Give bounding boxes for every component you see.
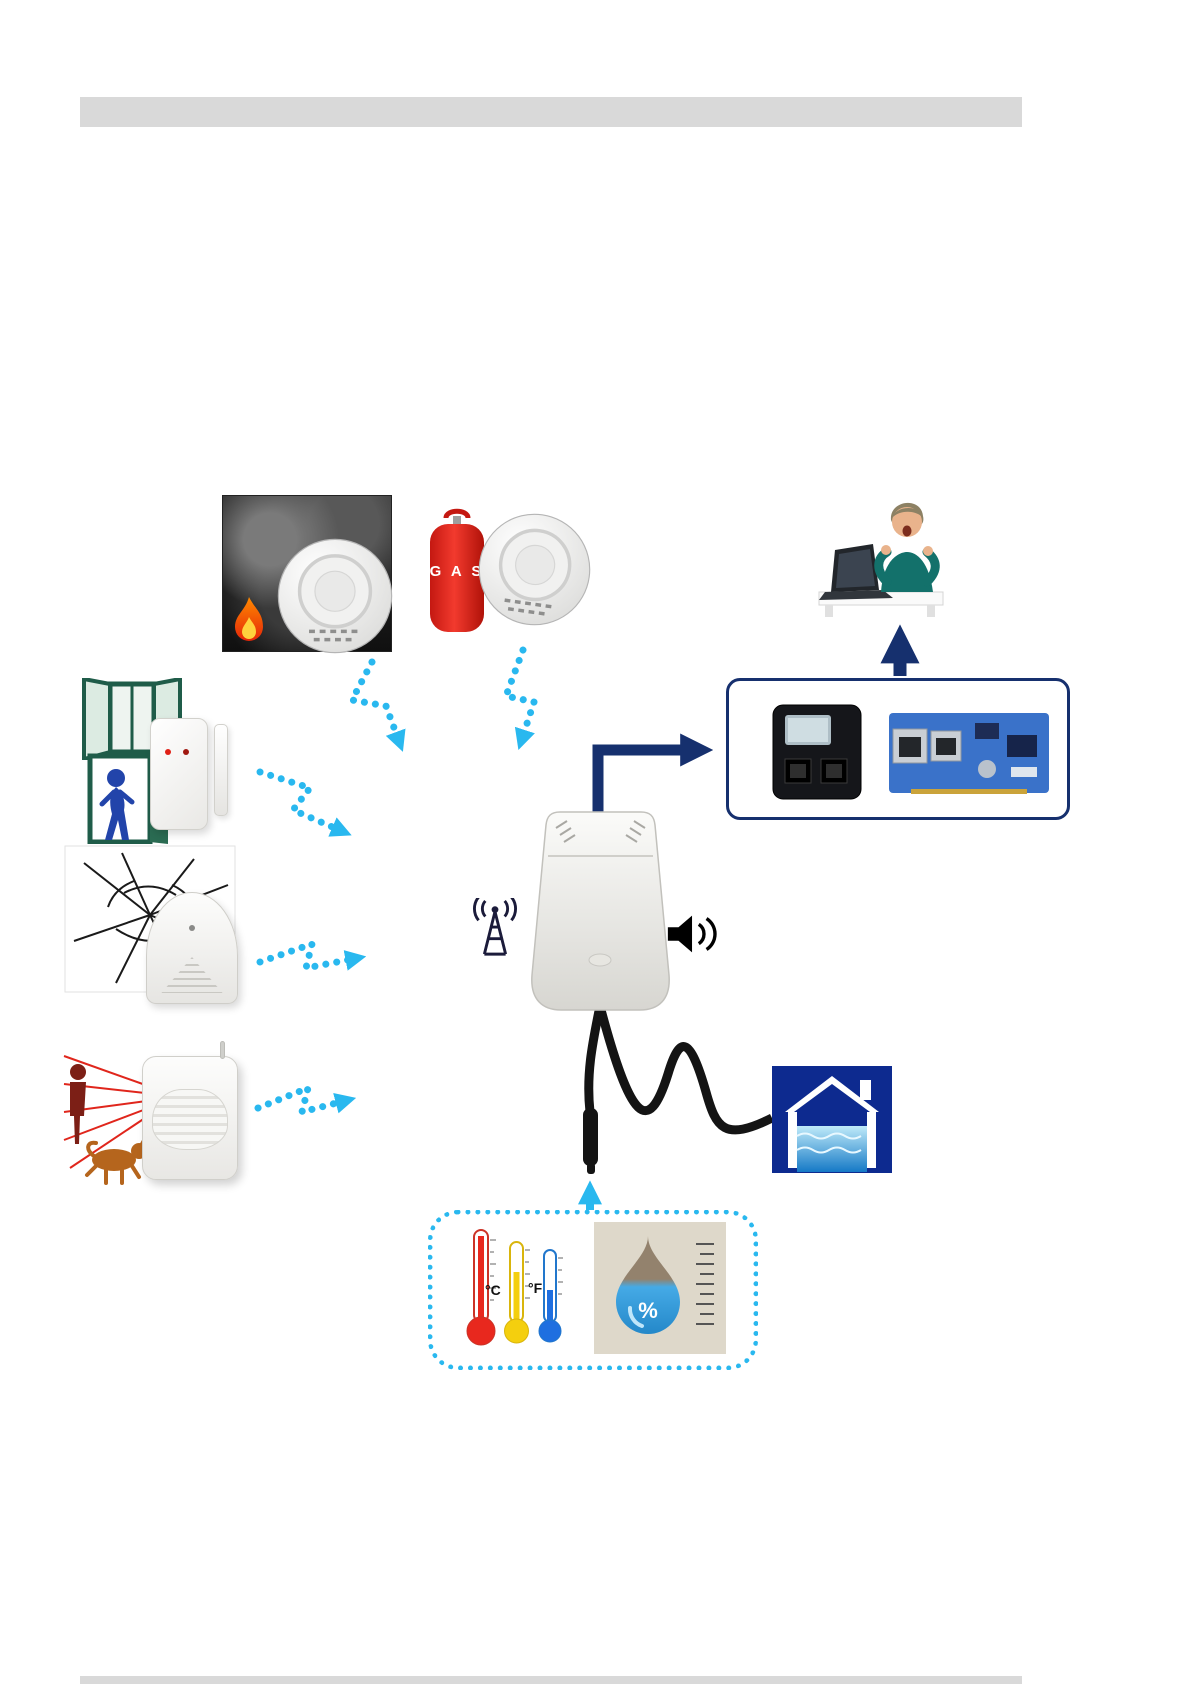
humidity-sensor-icon: % <box>594 1222 726 1354</box>
gas-wireless-arrow <box>501 646 539 750</box>
flood-cable <box>595 1004 775 1135</box>
door-window-sensor-icon <box>150 718 208 830</box>
sensor-led <box>165 749 171 755</box>
radio-antenna-icon <box>466 898 524 960</box>
smoke-wireless-arrow <box>346 658 406 752</box>
fahrenheit-label: °F <box>528 1280 543 1296</box>
sensor-probe-tip <box>587 1163 595 1174</box>
environmental-monitor-device <box>771 701 863 803</box>
speaker-icon <box>664 912 722 956</box>
fire-icon <box>235 597 263 641</box>
sensor-mic-dot <box>189 925 195 931</box>
humidity-label: % <box>638 1298 658 1323</box>
receiver-to-box-arrow <box>592 733 714 814</box>
gas-detector-icon <box>470 505 600 635</box>
temperature-sensor-icon: °C °F <box>458 1224 578 1352</box>
alerted-user-at-laptop <box>815 490 947 618</box>
glass-wireless-arrow <box>256 938 367 973</box>
glass-break-sensor-icon <box>146 892 238 1004</box>
sensor-antenna <box>220 1041 225 1059</box>
pir-lens <box>152 1088 228 1150</box>
sensor-led <box>183 749 189 755</box>
gas-cylinder-icon: G A S <box>424 506 490 636</box>
celsius-label: °C <box>485 1282 501 1298</box>
smoke-detector-icon <box>276 537 394 655</box>
pir-motion-sensor-icon <box>142 1041 238 1180</box>
monitoring-device-box <box>726 678 1070 820</box>
sensor-grille <box>161 957 223 993</box>
intruder-and-pet-image <box>62 1048 240 1186</box>
door-sensor-magnet <box>214 724 228 816</box>
gas-label: G A S <box>429 563 485 581</box>
footer-bar <box>80 1676 1022 1684</box>
flood-house-icon <box>772 1066 892 1173</box>
snmp-network-card <box>887 707 1055 799</box>
pir-wireless-arrow <box>254 1082 357 1117</box>
sensor-cable <box>584 1005 605 1113</box>
header-bar <box>80 97 1022 127</box>
door-wireless-arrow <box>256 768 352 837</box>
sensor-probe <box>583 1108 598 1166</box>
wireless-receiver-device <box>528 810 673 1012</box>
